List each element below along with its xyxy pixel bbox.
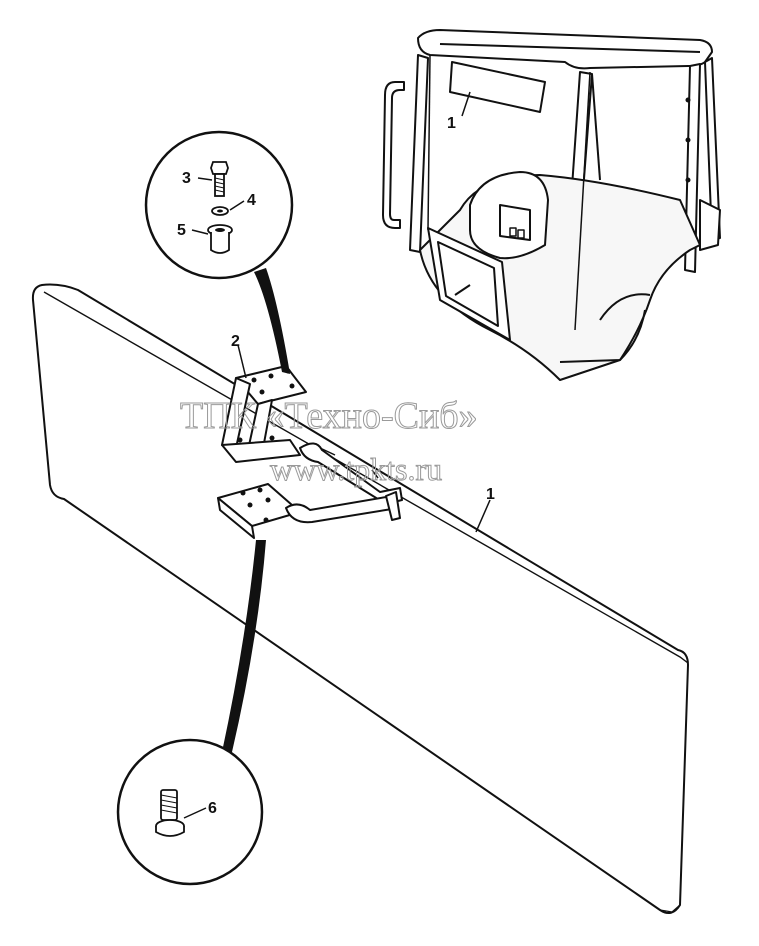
detail-pointer-top [254,268,290,374]
detail-circle-screw [116,540,266,886]
callout-6: 6 [208,800,217,817]
callout-5: 5 [177,222,186,239]
detail-circle-fasteners [144,130,294,374]
leader-bracket [237,344,247,379]
screw-part [155,789,185,837]
callout-4: 4 [247,192,256,209]
leader-visor-main [475,499,491,533]
leader-cab-visor [461,91,471,117]
callout-1-visor: 1 [486,486,495,503]
callout-3: 3 [182,170,191,187]
callout-2: 2 [231,333,240,350]
spacer-part [207,224,233,254]
detail-pointer-bottom [222,540,266,752]
mounting-bracket [217,365,403,539]
watermark-url: www.tpkts.ru [270,451,442,487]
callout-1-cab: 1 [447,115,456,132]
bolt-part [210,161,229,197]
cab-illustration [382,29,721,381]
watermark-company: ТПК «Техно-Сиб» [180,395,478,437]
